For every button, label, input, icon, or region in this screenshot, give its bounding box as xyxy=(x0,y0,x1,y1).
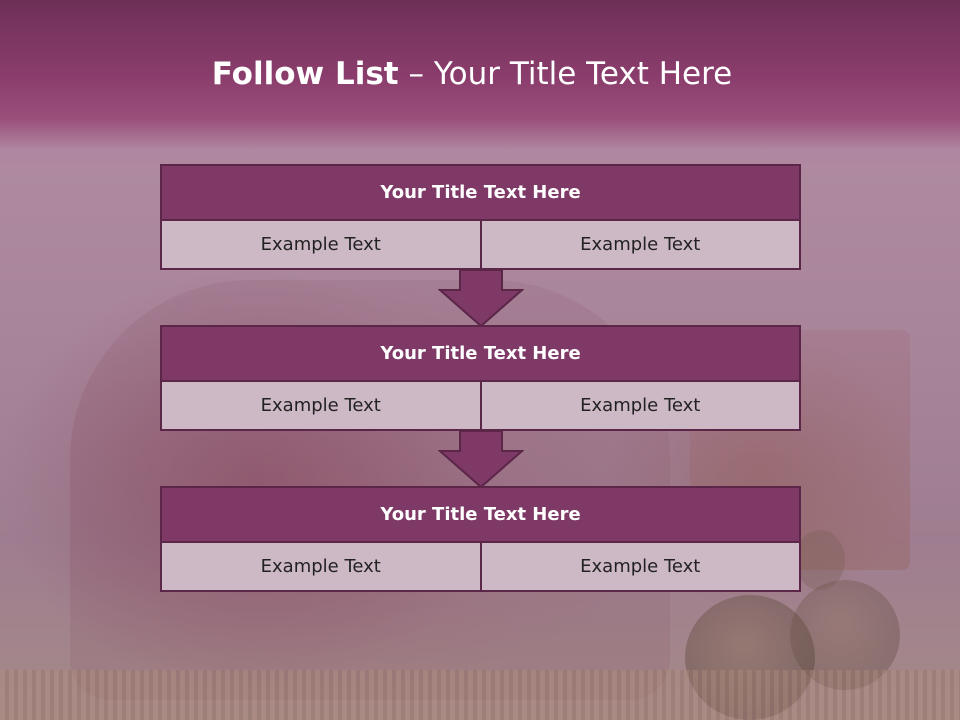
block-row: Example Text Example Text xyxy=(160,543,801,592)
list-block: Your Title Text Here Example Text Exampl… xyxy=(160,325,801,431)
arrow-down-icon xyxy=(438,431,524,489)
list-block: Your Title Text Here Example Text Exampl… xyxy=(160,164,801,270)
background-tea-ball-image xyxy=(795,530,845,590)
block-title: Your Title Text Here xyxy=(160,325,801,382)
block-row: Example Text Example Text xyxy=(160,382,801,431)
list-block: Your Title Text Here Example Text Exampl… xyxy=(160,486,801,592)
slide-title: Follow List – Your Title Text Here xyxy=(0,56,944,92)
block-cell-right: Example Text xyxy=(481,221,801,270)
background-tea-ball-image xyxy=(685,595,815,720)
background-mat-image xyxy=(0,670,960,720)
block-cell-right: Example Text xyxy=(481,543,801,592)
block-cell-left: Example Text xyxy=(160,543,482,592)
title-band xyxy=(0,0,960,170)
arrow-down-icon xyxy=(438,270,524,328)
block-cell-right: Example Text xyxy=(481,382,801,431)
slide-title-bold: Follow List xyxy=(211,56,399,92)
block-cell-left: Example Text xyxy=(160,221,482,270)
slide-title-rest: – Your Title Text Here xyxy=(398,56,733,92)
block-title: Your Title Text Here xyxy=(160,164,801,221)
block-cell-left: Example Text xyxy=(160,382,482,431)
block-row: Example Text Example Text xyxy=(160,221,801,270)
block-title: Your Title Text Here xyxy=(160,486,801,543)
